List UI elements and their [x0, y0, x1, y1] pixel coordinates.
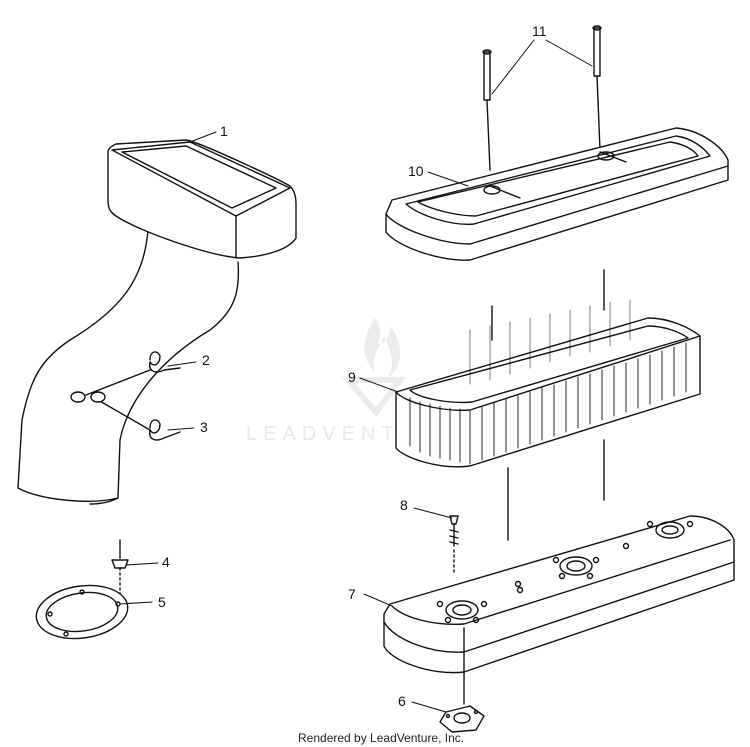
- part-5-grommet: [35, 584, 129, 640]
- callout-1: 1: [220, 123, 228, 139]
- callout-5: 5: [158, 594, 166, 610]
- part-4-rivet: [111, 539, 129, 599]
- part-3-clip: [97, 399, 181, 441]
- callout-2: 2: [202, 352, 210, 368]
- callout-10: 10: [408, 163, 424, 179]
- part-2-clip: [85, 351, 181, 396]
- leader-lines: [119, 39, 593, 713]
- watermark-flame-icon: [364, 318, 401, 380]
- mount-hole-left: [70, 391, 86, 403]
- callout-4: 4: [162, 554, 170, 570]
- part-7-base: [383, 515, 735, 705]
- mount-hole-right: [90, 391, 106, 403]
- watermark-v-icon: [341, 377, 406, 417]
- callout-6: 6: [398, 693, 406, 709]
- callout-8: 8: [400, 497, 408, 513]
- footer-credit: Rendered by LeadVenture, Inc.: [298, 731, 464, 745]
- part-1-intake-duct: [17, 139, 297, 505]
- part-8-screw: [449, 515, 459, 575]
- part-10-cover: [385, 127, 729, 261]
- callout-9: 9: [348, 369, 356, 385]
- part-9-filter: [395, 269, 701, 541]
- callout-7: 7: [348, 586, 356, 602]
- callout-3: 3: [200, 419, 208, 435]
- callout-11: 11: [532, 23, 547, 39]
- part-11-bolts: [482, 25, 602, 171]
- part-6-flange: [439, 705, 485, 733]
